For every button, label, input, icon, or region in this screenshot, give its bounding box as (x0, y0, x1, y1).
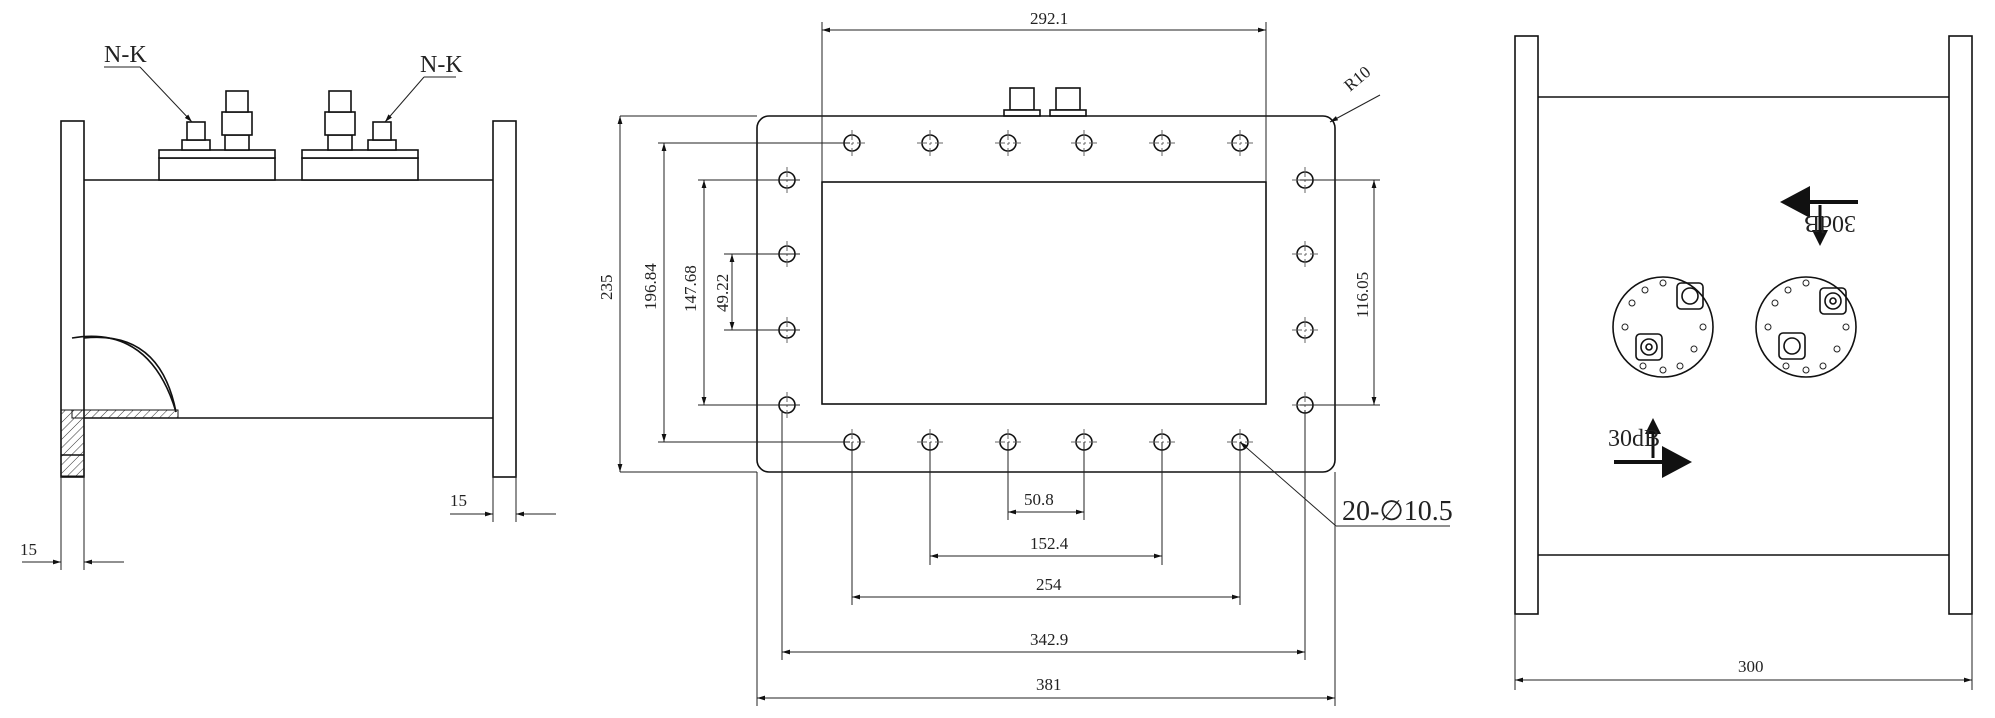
dim-length: 300 (1738, 657, 1764, 676)
forward-coupling-arrow: 30dB (1608, 418, 1692, 478)
dim-top: 292.1 (1030, 9, 1068, 28)
dim-flange-left: 15 (20, 540, 37, 559)
dim-height-outer: 235 (597, 275, 616, 301)
dim-height-hole-pitch: 49.22 (713, 274, 732, 312)
waveguide-opening (821, 181, 1267, 405)
dim-holes-outer: 342.9 (1030, 630, 1068, 649)
dim-holes-mid: 254 (1036, 575, 1062, 594)
connector-n-k-right (324, 90, 397, 151)
section-cutaway (83, 336, 177, 413)
dim-height-right: 116.05 (1353, 272, 1372, 318)
n-k-label-left: N-K (104, 42, 147, 68)
right-flange (492, 120, 517, 478)
top-view: 30dB 30dB 300 (1514, 35, 1973, 690)
connector-plate-left (158, 157, 276, 181)
top-connectors (1003, 87, 1087, 117)
reverse-coupling-arrow: 30dB (1780, 186, 1858, 246)
dim-holes-inner: 152.4 (1030, 534, 1069, 553)
connector-plate-right (301, 157, 419, 181)
dim-width-overall: 381 (1036, 675, 1062, 694)
side-view: N-K N-K 15 15 (20, 42, 556, 570)
flange-outline (756, 115, 1336, 473)
connector-n-k-left (181, 90, 253, 151)
coupler-port-right (1755, 276, 1857, 378)
left-flange (60, 120, 85, 478)
coupling-label-reverse: 30dB (1804, 210, 1856, 236)
top-view-right-flange (1948, 35, 1973, 615)
dim-flange-right: 15 (450, 491, 467, 510)
coupling-label-forward: 30dB (1608, 426, 1660, 452)
hole-callout: 20-∅10.5 (1342, 496, 1453, 527)
dim-height-holes-outer: 196.84 (641, 263, 660, 310)
top-view-left-flange (1514, 35, 1539, 615)
dim-hole-pitch: 50.8 (1024, 490, 1054, 509)
front-view: 292.1 R10 235 196.84 147.68 49.22 116.05… (597, 9, 1453, 706)
n-k-label-right: N-K (420, 52, 463, 78)
dim-corner-radius: R10 (1340, 62, 1374, 95)
coupler-port-left (1612, 276, 1714, 378)
dim-height-inner: 147.68 (681, 265, 700, 312)
bolt-holes (774, 130, 1318, 455)
